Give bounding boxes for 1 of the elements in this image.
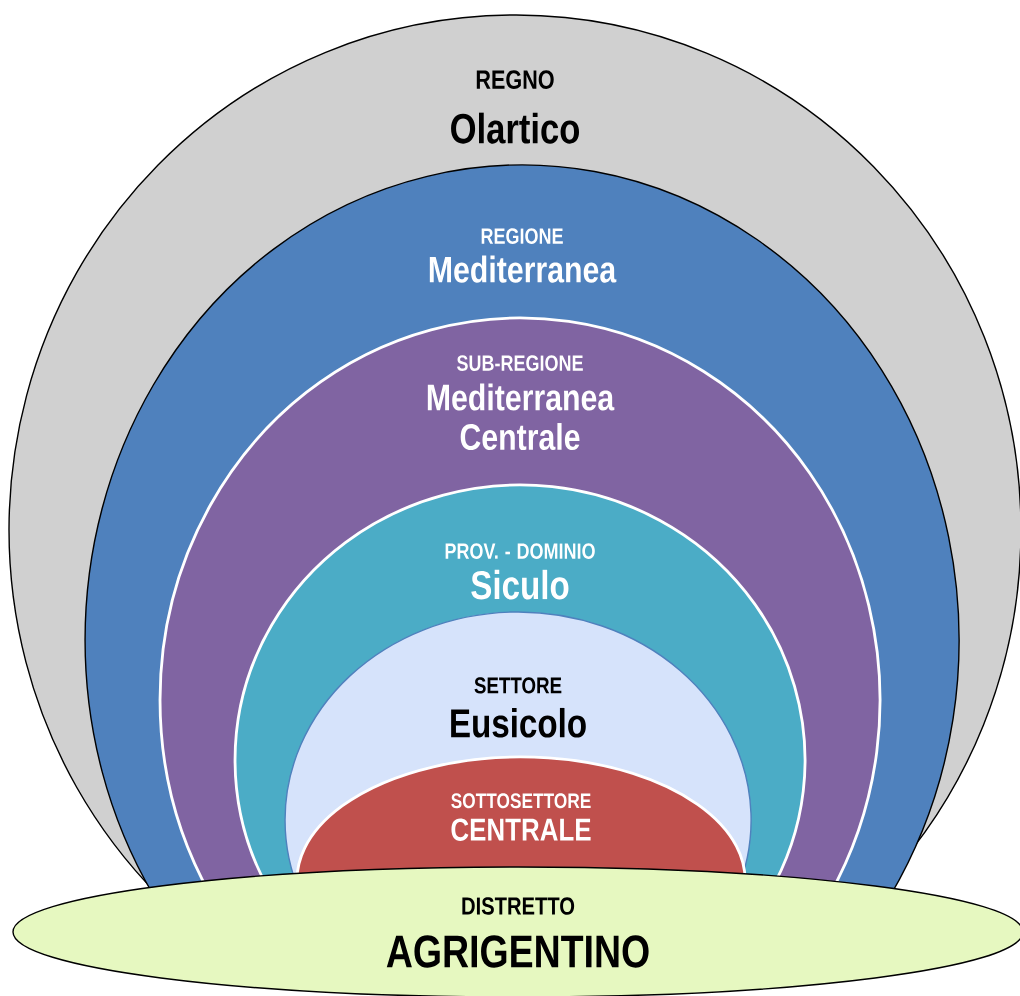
ellipse-band: DISTRETTO AGRIGENTINO — [12, 866, 1020, 996]
